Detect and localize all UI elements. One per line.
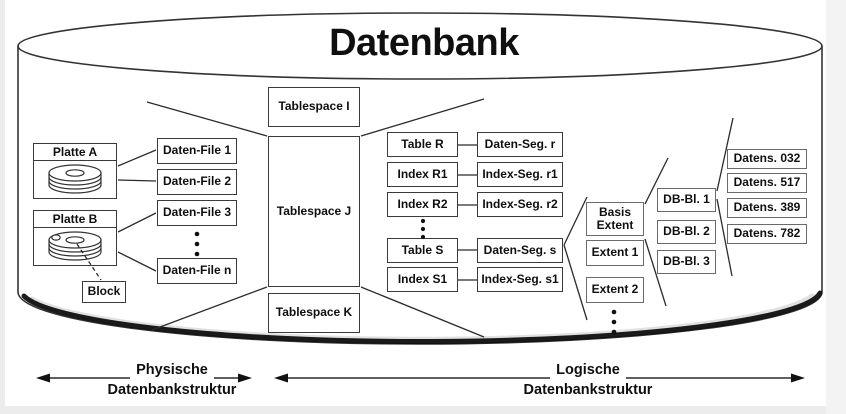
index-s1-box: Index S1: [387, 267, 458, 292]
daten-seg-s-label: Daten-Seg. s: [483, 242, 557, 257]
logical-structure-label-line1: Logische: [556, 362, 620, 378]
block-marker-hole: [52, 235, 60, 240]
daten-file-1-box: Daten-File 1: [157, 138, 237, 164]
index-seg-r2-label: Index-Seg. r2: [482, 196, 558, 211]
page-edge-bottom: [0, 406, 846, 414]
datensatz-782-label: Datens. 782: [733, 226, 801, 241]
physical-structure-label-line1: Physische: [136, 362, 208, 378]
db-block-1-label: DB-Bl. 1: [663, 192, 710, 207]
db-block-2-box: DB-Bl. 2: [657, 220, 716, 244]
daten-file-n-box: Daten-File n: [157, 258, 237, 284]
daten-seg-r-box: Daten-Seg. r: [477, 132, 563, 157]
index-seg-r2-box: Index-Seg. r2: [477, 192, 563, 217]
datensatz-032-label: Datens. 032: [733, 151, 801, 166]
cylinder-bottom-shadow: [24, 293, 820, 342]
datensatz-517-label: Datens. 517: [733, 175, 801, 190]
daten-seg-s-box: Daten-Seg. s: [477, 238, 563, 263]
extent-2-box: Extent 2: [586, 277, 644, 303]
page-edge-left: [0, 0, 5, 414]
table-r-label: Table R: [401, 136, 444, 151]
tablespace-j-label: Tablespace J: [276, 203, 352, 218]
daten-file-3-box: Daten-File 3: [157, 200, 237, 226]
basis-extent-label: Basis Extent: [596, 204, 634, 232]
db-block-3-box: DB-Bl. 3: [657, 250, 716, 274]
datensatz-517-box: Datens. 517: [727, 173, 807, 193]
disk-platte-b: Platte B: [33, 210, 117, 266]
disk-icon: [35, 162, 115, 198]
disk-platte-b-label: Platte B: [34, 211, 116, 228]
db-block-1-box: DB-Bl. 1: [657, 188, 716, 212]
tablespace-k-label: Tablespace K: [275, 305, 353, 320]
extent-1-box: Extent 1: [586, 240, 644, 266]
datensatz-389-box: Datens. 389: [727, 198, 807, 218]
cylinder-top-ellipse: [18, 13, 822, 79]
index-seg-s1-box: Index-Seg. s1: [477, 267, 563, 292]
disk-platte-a: Platte A: [33, 143, 117, 199]
tablespace-j-box: Tablespace J: [268, 136, 360, 287]
table-s-box: Table S: [387, 238, 458, 263]
index-seg-r1-box: Index-Seg. r1: [477, 162, 563, 187]
table-r-box: Table R: [387, 132, 458, 157]
index-r2-label: Index R2: [397, 196, 448, 211]
index-r1-label: Index R1: [397, 166, 448, 181]
datensatz-782-box: Datens. 782: [727, 224, 807, 244]
extent-1-label: Extent 1: [591, 245, 639, 260]
db-block-3-label: DB-Bl. 3: [663, 254, 710, 269]
diagram-title: Datenbank: [329, 22, 519, 64]
index-r2-box: Index R2: [387, 192, 458, 217]
block-label: Block: [87, 284, 121, 299]
extent-2-label: Extent 2: [591, 282, 639, 297]
tablespace-i-label: Tablespace I: [278, 99, 350, 114]
index-s1-label: Index S1: [397, 271, 448, 286]
index-r1-box: Index R1: [387, 162, 458, 187]
daten-seg-r-label: Daten-Seg. r: [484, 136, 556, 151]
block-box: Block: [82, 281, 126, 303]
disk-platte-a-label: Platte A: [34, 144, 116, 161]
table-s-label: Table S: [401, 242, 444, 257]
datensatz-032-box: Datens. 032: [727, 149, 807, 169]
tablespace-k-box: Tablespace K: [268, 293, 360, 333]
page-edge-right: [826, 0, 846, 414]
daten-file-n-label: Daten-File n: [162, 263, 232, 278]
db-block-2-label: DB-Bl. 2: [663, 224, 710, 239]
disk-icon: [35, 229, 115, 265]
tablespace-i-box: Tablespace I: [268, 87, 360, 127]
datensatz-389-label: Datens. 389: [733, 200, 801, 215]
daten-file-2-box: Daten-File 2: [157, 169, 237, 195]
physical-structure-label-line2: Datenbankstruktur: [107, 382, 237, 398]
daten-file-1-label: Daten-File 1: [162, 143, 231, 158]
daten-file-2-label: Daten-File 2: [162, 174, 231, 189]
basis-extent-box: Basis Extent: [586, 202, 644, 236]
logical-structure-label-line2: Datenbankstruktur: [523, 382, 653, 398]
index-seg-r1-label: Index-Seg. r1: [482, 166, 558, 181]
daten-file-3-label: Daten-File 3: [162, 205, 231, 220]
index-seg-s1-label: Index-Seg. s1: [481, 271, 559, 286]
